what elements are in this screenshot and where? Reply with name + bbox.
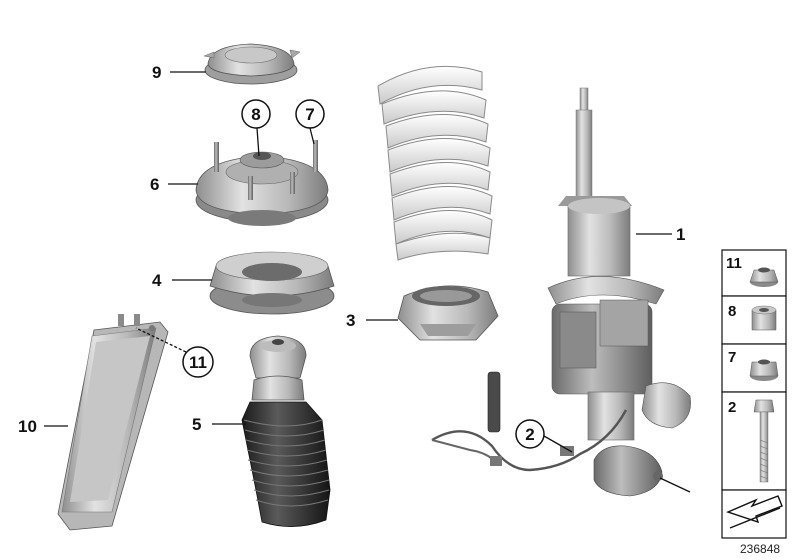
callout-9: 9: [152, 63, 161, 82]
flange-nut-icon: [749, 267, 779, 287]
callout-3: 3: [346, 311, 355, 330]
callout-11-circle: [182, 346, 214, 378]
part-5-dust-boot: [241, 335, 331, 527]
collar-nut-icon: [751, 305, 777, 331]
part-2-sensor-cable: [431, 371, 628, 472]
coil-spring: [377, 65, 493, 261]
callout-labels: 1 2 3 4 5 6 7 8 9 10 11: [18, 63, 685, 449]
diagram-reference-number: 236848: [740, 542, 780, 556]
legend-label-2: 2: [728, 399, 736, 416]
callout-5: 5: [192, 415, 201, 434]
callout-2-circle: [515, 419, 545, 449]
callout-8-circle: [241, 99, 271, 129]
hex-nut-icon: [749, 359, 779, 381]
callout-8: 8: [251, 105, 260, 124]
fastener-legend: 11 8 7 2: [721, 249, 787, 539]
part-10-control-module: [57, 314, 169, 531]
part-6-strut-mount: [195, 140, 329, 226]
part-3-lower-spring-seat: [397, 285, 499, 341]
callout-10: 10: [18, 417, 37, 436]
callout-11: 11: [189, 353, 207, 372]
part-1-shock-absorber: [547, 87, 691, 497]
callout-2: 2: [525, 425, 534, 444]
callout-7-circle: [295, 99, 325, 129]
bolt-icon: [753, 399, 775, 483]
callout-1: 1: [676, 225, 685, 244]
legend-label-7: 7: [728, 349, 736, 366]
part-4-spring-seat: [209, 251, 335, 315]
part-9-top-cap: [203, 43, 301, 85]
callout-7: 7: [305, 105, 314, 124]
legend-label-8: 8: [728, 303, 736, 320]
leader-lines: [44, 71, 691, 493]
callout-6: 6: [150, 175, 159, 194]
arrow-icon: [726, 495, 783, 529]
callout-4: 4: [152, 271, 162, 290]
legend-label-11: 11: [726, 255, 742, 272]
